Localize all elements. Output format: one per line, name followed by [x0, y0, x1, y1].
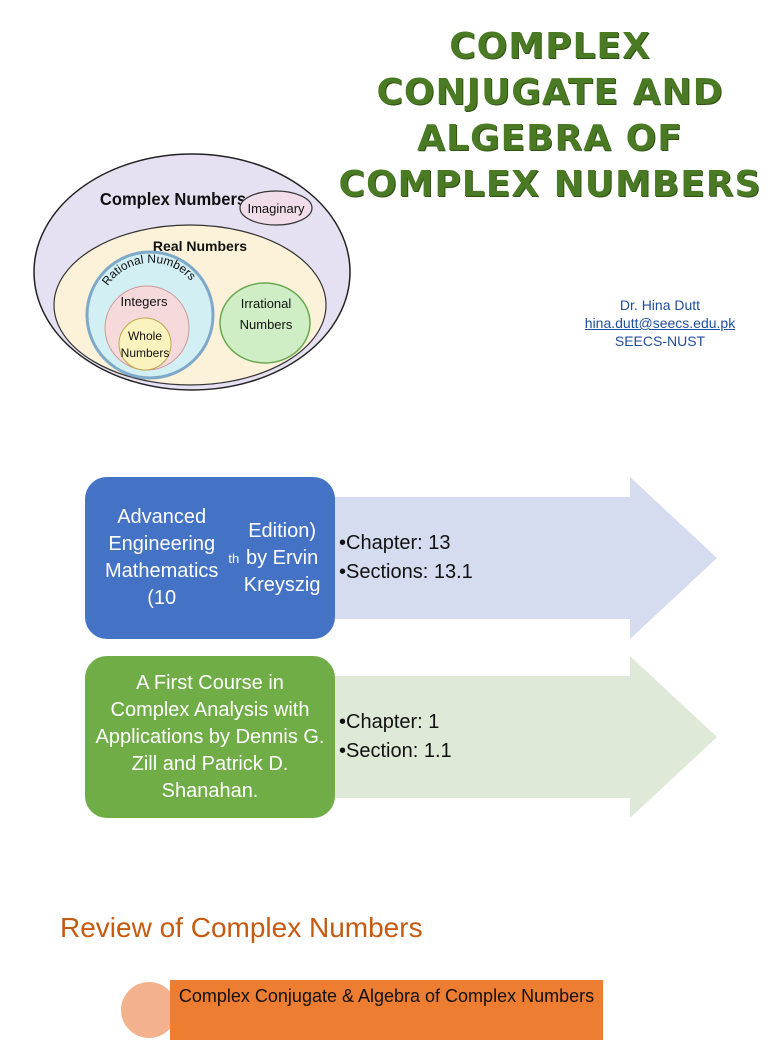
reference-arrow-1 — [315, 477, 717, 639]
whole-numbers-region — [118, 317, 172, 371]
whole-numbers-label-1: Whole — [128, 329, 162, 343]
review-heading: Review of Complex Numbers — [60, 912, 423, 943]
irrational-numbers-region — [219, 282, 311, 364]
reference-bullets-2: Chapter: 1 Section: 1.1 — [339, 656, 452, 818]
topic-bar[interactable]: Complex Conjugate & Algebra of Complex N… — [170, 980, 603, 1040]
author-block: Dr. Hina Dutt hina.dutt@seecs.edu.pk SEE… — [540, 296, 768, 350]
irrational-numbers-label-1: Irrational — [241, 296, 292, 311]
reference-2-section: Section: 1.1 — [339, 737, 452, 766]
reference-book-2: A First Course in Complex Analysis with … — [85, 656, 335, 818]
real-numbers-label: Real Numbers — [153, 238, 247, 254]
complex-numbers-label: Complex Numbers — [100, 188, 246, 209]
page-title: Complex Conjugate and Algebra of Complex… — [338, 26, 762, 205]
author-affiliation: SEECS-NUST — [614, 333, 706, 349]
reference-bullets-1: Chapter: 13 Sections: 13.1 — [339, 477, 473, 639]
reference-arrow-2 — [315, 656, 717, 818]
reference-1-chapter: Chapter: 13 — [339, 529, 473, 558]
reference-2-chapter: Chapter: 1 — [339, 708, 452, 737]
integers-label: Integers — [121, 294, 168, 309]
author-name: Dr. Hina Dutt — [619, 297, 701, 313]
reference-row-2: A First Course in Complex Analysis with … — [85, 656, 717, 818]
imaginary-region — [239, 190, 313, 226]
number-sets-venn-diagram: Complex Numbers Imaginary Real Numbers R… — [33, 153, 351, 391]
irrational-numbers-label-2: Numbers — [240, 317, 293, 332]
imaginary-label: Imaginary — [247, 201, 305, 216]
reference-1-sections: Sections: 13.1 — [339, 558, 473, 587]
topic-circle-marker — [121, 982, 177, 1038]
whole-numbers-label-2: Numbers — [121, 346, 170, 360]
author-email-link[interactable]: hina.dutt@seecs.edu.pk — [584, 315, 736, 331]
